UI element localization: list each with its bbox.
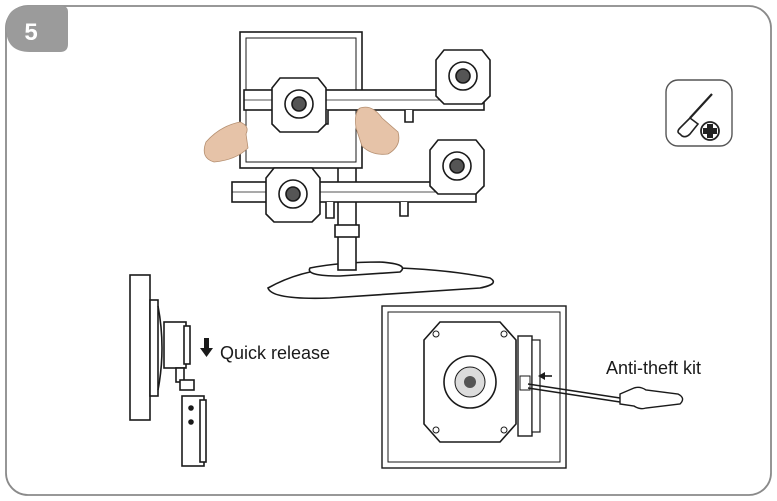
step-badge: 5 (6, 6, 68, 52)
left-arrow-icon (538, 372, 552, 380)
vesa-plate-bottom-right (429, 139, 485, 195)
anti-theft-detail-box (381, 305, 567, 469)
quick-release-illustration (129, 274, 207, 467)
vesa-plate-bottom-left (265, 167, 321, 223)
down-arrow-icon (200, 338, 213, 357)
hand-left-icon (203, 121, 249, 163)
anti-theft-label: Anti-theft kit (606, 358, 701, 378)
vesa-plate-top-left (271, 77, 327, 133)
step-number: 5 (24, 19, 37, 46)
screwdriver-icon (527, 383, 684, 410)
quick-release-label: Quick release (220, 343, 330, 363)
vesa-plate-top-right (435, 49, 491, 105)
panel-border (5, 5, 772, 496)
screwdriver-plus-icon (665, 79, 733, 147)
hand-right-icon (355, 106, 400, 155)
